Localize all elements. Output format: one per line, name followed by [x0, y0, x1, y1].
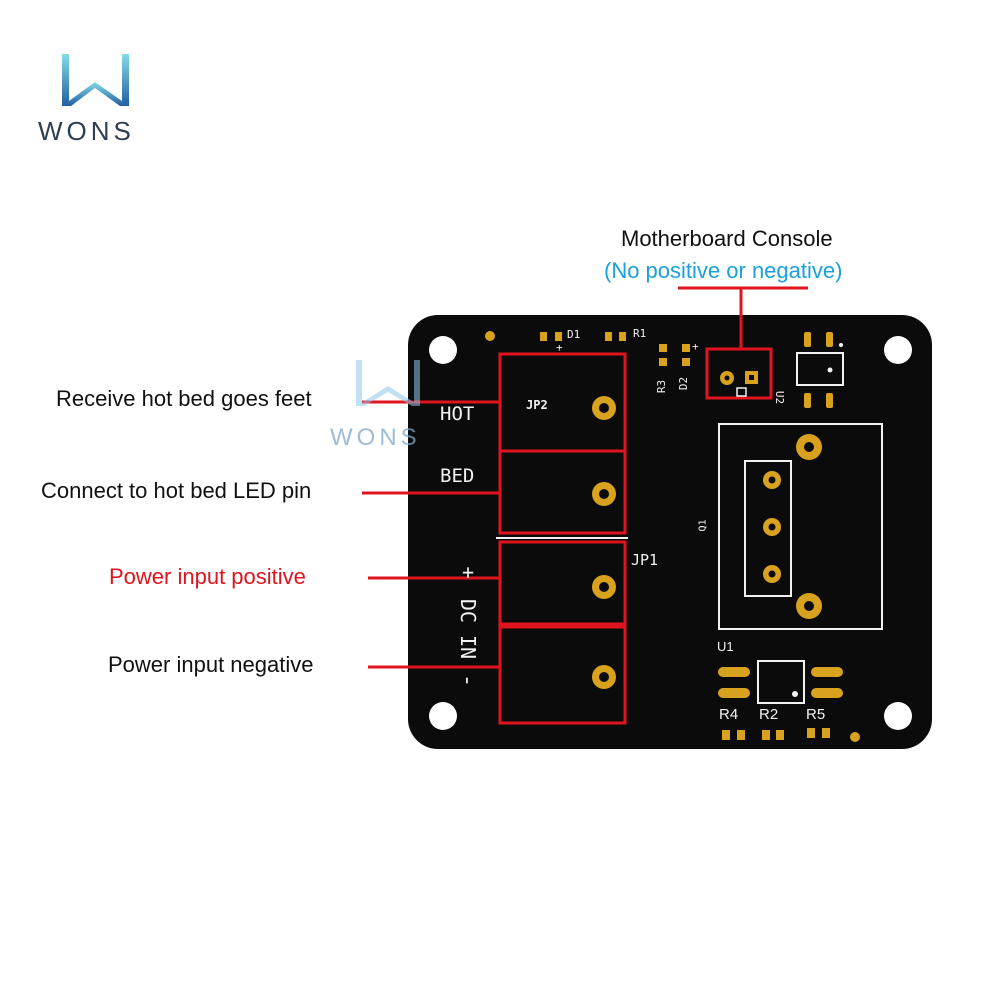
jp1-negative-terminal — [498, 625, 627, 725]
u1-pad — [811, 688, 843, 698]
r5-pad — [807, 728, 815, 738]
callout-power-positive: Power input positive — [109, 564, 306, 589]
silk-hot: HOT — [440, 403, 475, 425]
mounting-hole-bottom-left — [429, 702, 457, 730]
silk-u1: U1 — [717, 639, 734, 654]
r4-pad — [722, 730, 730, 740]
brand-logo: WONS — [34, 48, 164, 148]
mounting-hole-top-right — [884, 336, 912, 364]
silk-r2: R2 — [759, 706, 779, 723]
silk-plus: + — [462, 560, 475, 584]
silk-d2: D2 — [677, 376, 691, 391]
silk-bed: BED — [440, 465, 475, 487]
u1-pad — [718, 667, 750, 677]
callout-hot: Receive hot bed goes feet — [56, 386, 312, 411]
console-connector-highlight — [705, 347, 773, 400]
r3-pad — [659, 344, 667, 352]
brand-logo-text: WONS — [38, 116, 135, 146]
silk-jp2: JP2 — [526, 398, 548, 412]
motherboard-console-title: Motherboard Console — [621, 226, 833, 251]
q1-outline — [744, 460, 792, 597]
r2-pad — [776, 730, 784, 740]
silk-jp-plus: + — [556, 341, 563, 354]
u2-pad — [804, 332, 811, 347]
u1-body — [757, 660, 805, 704]
callout-bed: Connect to hot bed LED pin — [41, 478, 312, 503]
r1-pad — [605, 332, 612, 341]
callout-power-negative: Power input negative — [108, 652, 314, 677]
u2-pad — [826, 393, 833, 408]
board-watermark-mark — [356, 360, 420, 406]
silk-jp1: JP1 — [631, 551, 659, 569]
silk-r3: R3 — [655, 379, 669, 394]
silk-d1: D1 — [567, 328, 581, 341]
pcb-board — [408, 315, 932, 749]
via — [850, 732, 860, 742]
u2-pad — [804, 393, 811, 408]
d2-pad — [682, 358, 690, 366]
silk-d2-plus: + — [692, 340, 699, 353]
board-watermark-text: WONS — [330, 424, 421, 451]
via — [485, 331, 495, 341]
u2-pad — [826, 332, 833, 347]
silk-minus: - — [455, 673, 481, 688]
u1-pad — [811, 667, 843, 677]
r2-pad — [762, 730, 770, 740]
silk-r5: R5 — [806, 706, 826, 723]
r4-pad — [737, 730, 745, 740]
d2-pad — [682, 344, 690, 352]
silk-r1: R1 — [633, 327, 647, 340]
u1-pad — [718, 688, 750, 698]
silk-r4: R4 — [719, 706, 739, 723]
jp1-positive-terminal — [498, 540, 627, 626]
brand-logo-mark — [62, 54, 129, 106]
mounting-hole-bottom-right — [884, 702, 912, 730]
silk-dc-in: DC IN — [456, 598, 480, 660]
q1-heatsink-outline — [718, 423, 883, 630]
r3-pad — [659, 358, 667, 366]
silk-q1: Q1 — [697, 519, 709, 532]
mounting-hole-top-left — [429, 336, 457, 364]
silk-u2: U2 — [773, 390, 787, 405]
d1-pad — [540, 332, 547, 341]
motherboard-console-subtitle: (No positive or negative) — [604, 258, 843, 283]
d1-pad — [555, 332, 562, 341]
r1-pad — [619, 332, 626, 341]
r5-pad — [822, 728, 830, 738]
u2-body — [796, 352, 844, 386]
